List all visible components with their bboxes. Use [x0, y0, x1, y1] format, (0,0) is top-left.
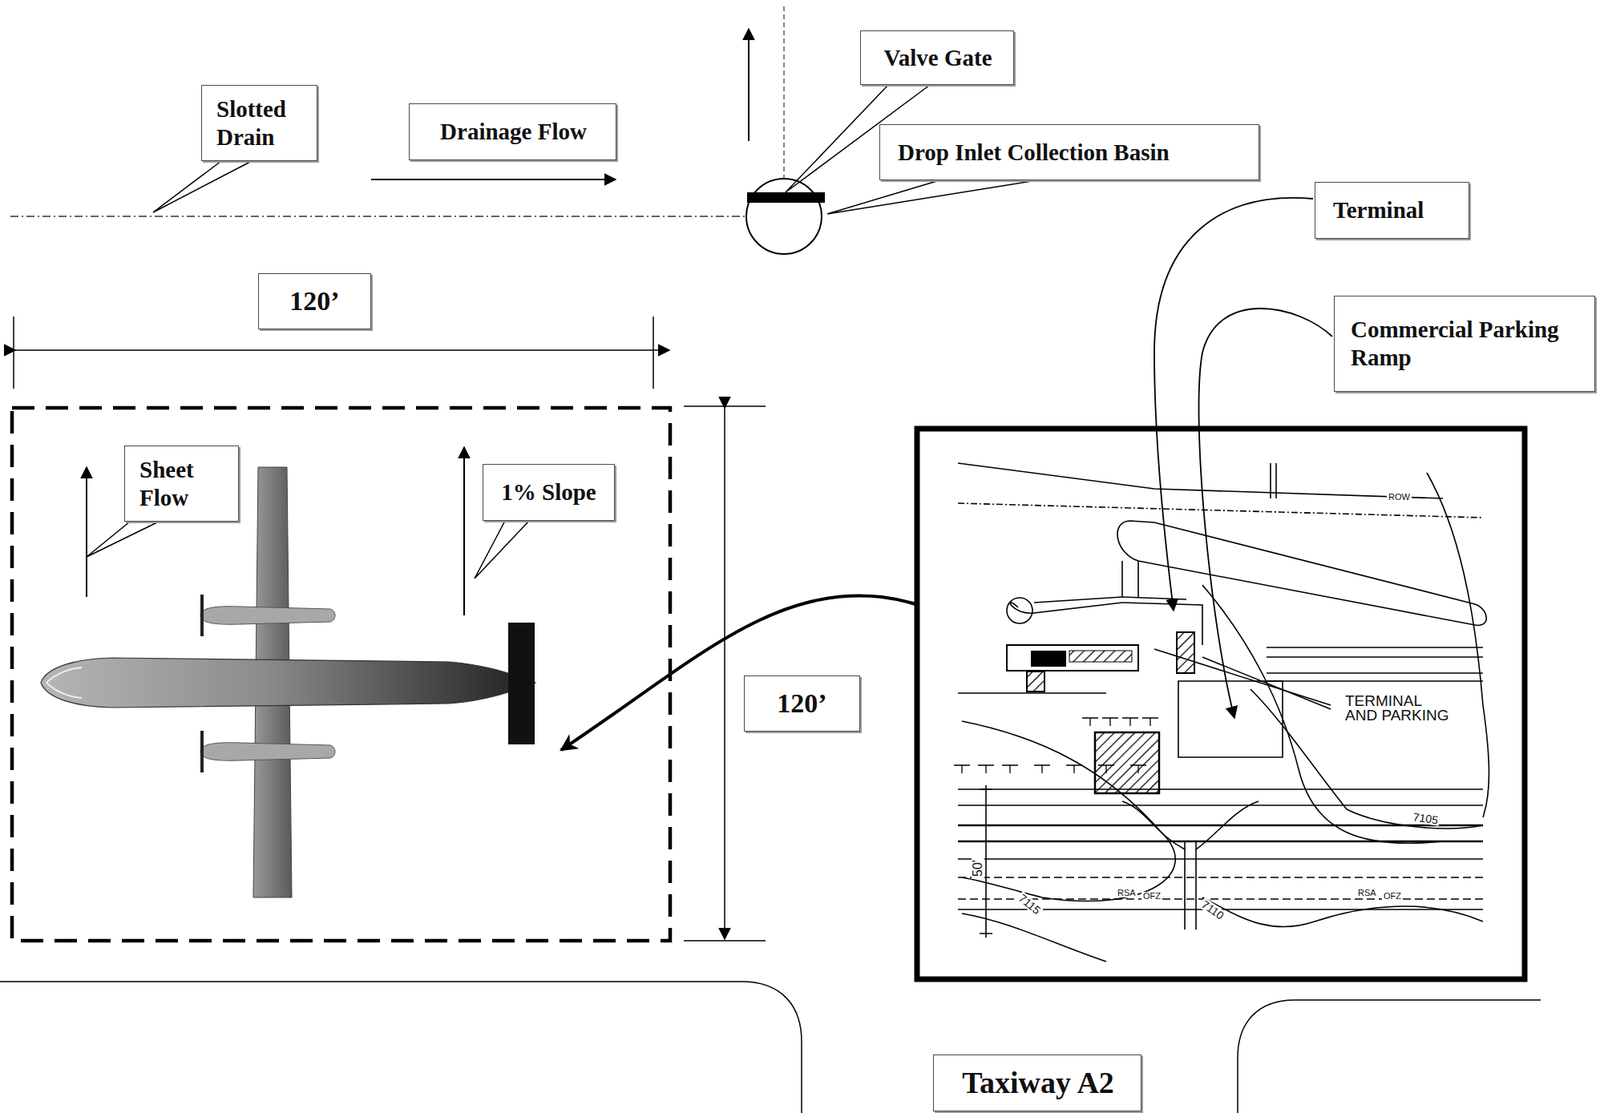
callout-text: Slotted Drain — [216, 95, 311, 152]
dimension-label-box: 120’ — [743, 675, 861, 732]
callout-text: Valve Gate — [868, 44, 1007, 73]
zone-label: RSA — [1356, 888, 1378, 898]
map-leaders — [1154, 197, 1333, 719]
dimension-text: 50' — [971, 858, 985, 879]
terminal-callout: Terminal — [1314, 181, 1470, 239]
parking-ramp-callout: Commercial Parking Ramp — [1333, 295, 1596, 392]
sheet-flow-callout: Sheet Flow — [124, 445, 239, 522]
callout-text: Taxiway A2 — [941, 1065, 1135, 1103]
callout-text: 1% Slope — [489, 478, 608, 507]
slotted-drain-callout: Slotted Drain — [201, 84, 318, 162]
outflow-arrow — [747, 28, 750, 142]
drainage-flow-callout: Drainage Flow — [408, 103, 617, 161]
parking-area-outline — [12, 408, 671, 942]
callout-text: Terminal — [1333, 196, 1463, 225]
sheet-flow-arrow — [85, 467, 88, 598]
slope-callout: 1% Slope — [482, 464, 615, 522]
zone-label: RSA — [1115, 888, 1138, 898]
contour-elevation: 7105 — [1410, 811, 1441, 827]
airplane — [40, 467, 536, 898]
zone-label: OFZ — [1141, 892, 1163, 902]
drainage-flow-arrow — [371, 178, 616, 181]
callout-text: Sheet Flow — [139, 456, 232, 513]
callout-text: 120’ — [751, 687, 853, 721]
callout-text: Drainage Flow — [417, 117, 610, 146]
boundary-label: ROW — [1386, 492, 1412, 502]
callout-text: Commercial Parking Ramp — [1350, 315, 1588, 372]
taxiway-edge — [0, 981, 1541, 1113]
site-map — [917, 428, 1525, 980]
dimension-lines — [13, 316, 766, 942]
map-label: TERMINAL AND PARKING — [1343, 694, 1457, 724]
contour-elevation: 7115 — [1015, 891, 1044, 918]
callout-text: Drop Inlet Collection Basin — [897, 138, 1253, 167]
drop-inlet-callout: Drop Inlet Collection Basin — [879, 124, 1260, 181]
zone-label: OFZ — [1381, 892, 1403, 902]
valve-gate-callout: Valve Gate — [860, 30, 1015, 85]
dimension-label-box: 120’ — [258, 273, 372, 330]
contour-elevation: 7110 — [1198, 897, 1228, 923]
slope-arrow — [463, 447, 465, 616]
taxiway-name-box: Taxiway A2 — [933, 1054, 1142, 1112]
slotted-drain-line — [10, 6, 825, 255]
callout-text: 120’ — [265, 285, 364, 319]
